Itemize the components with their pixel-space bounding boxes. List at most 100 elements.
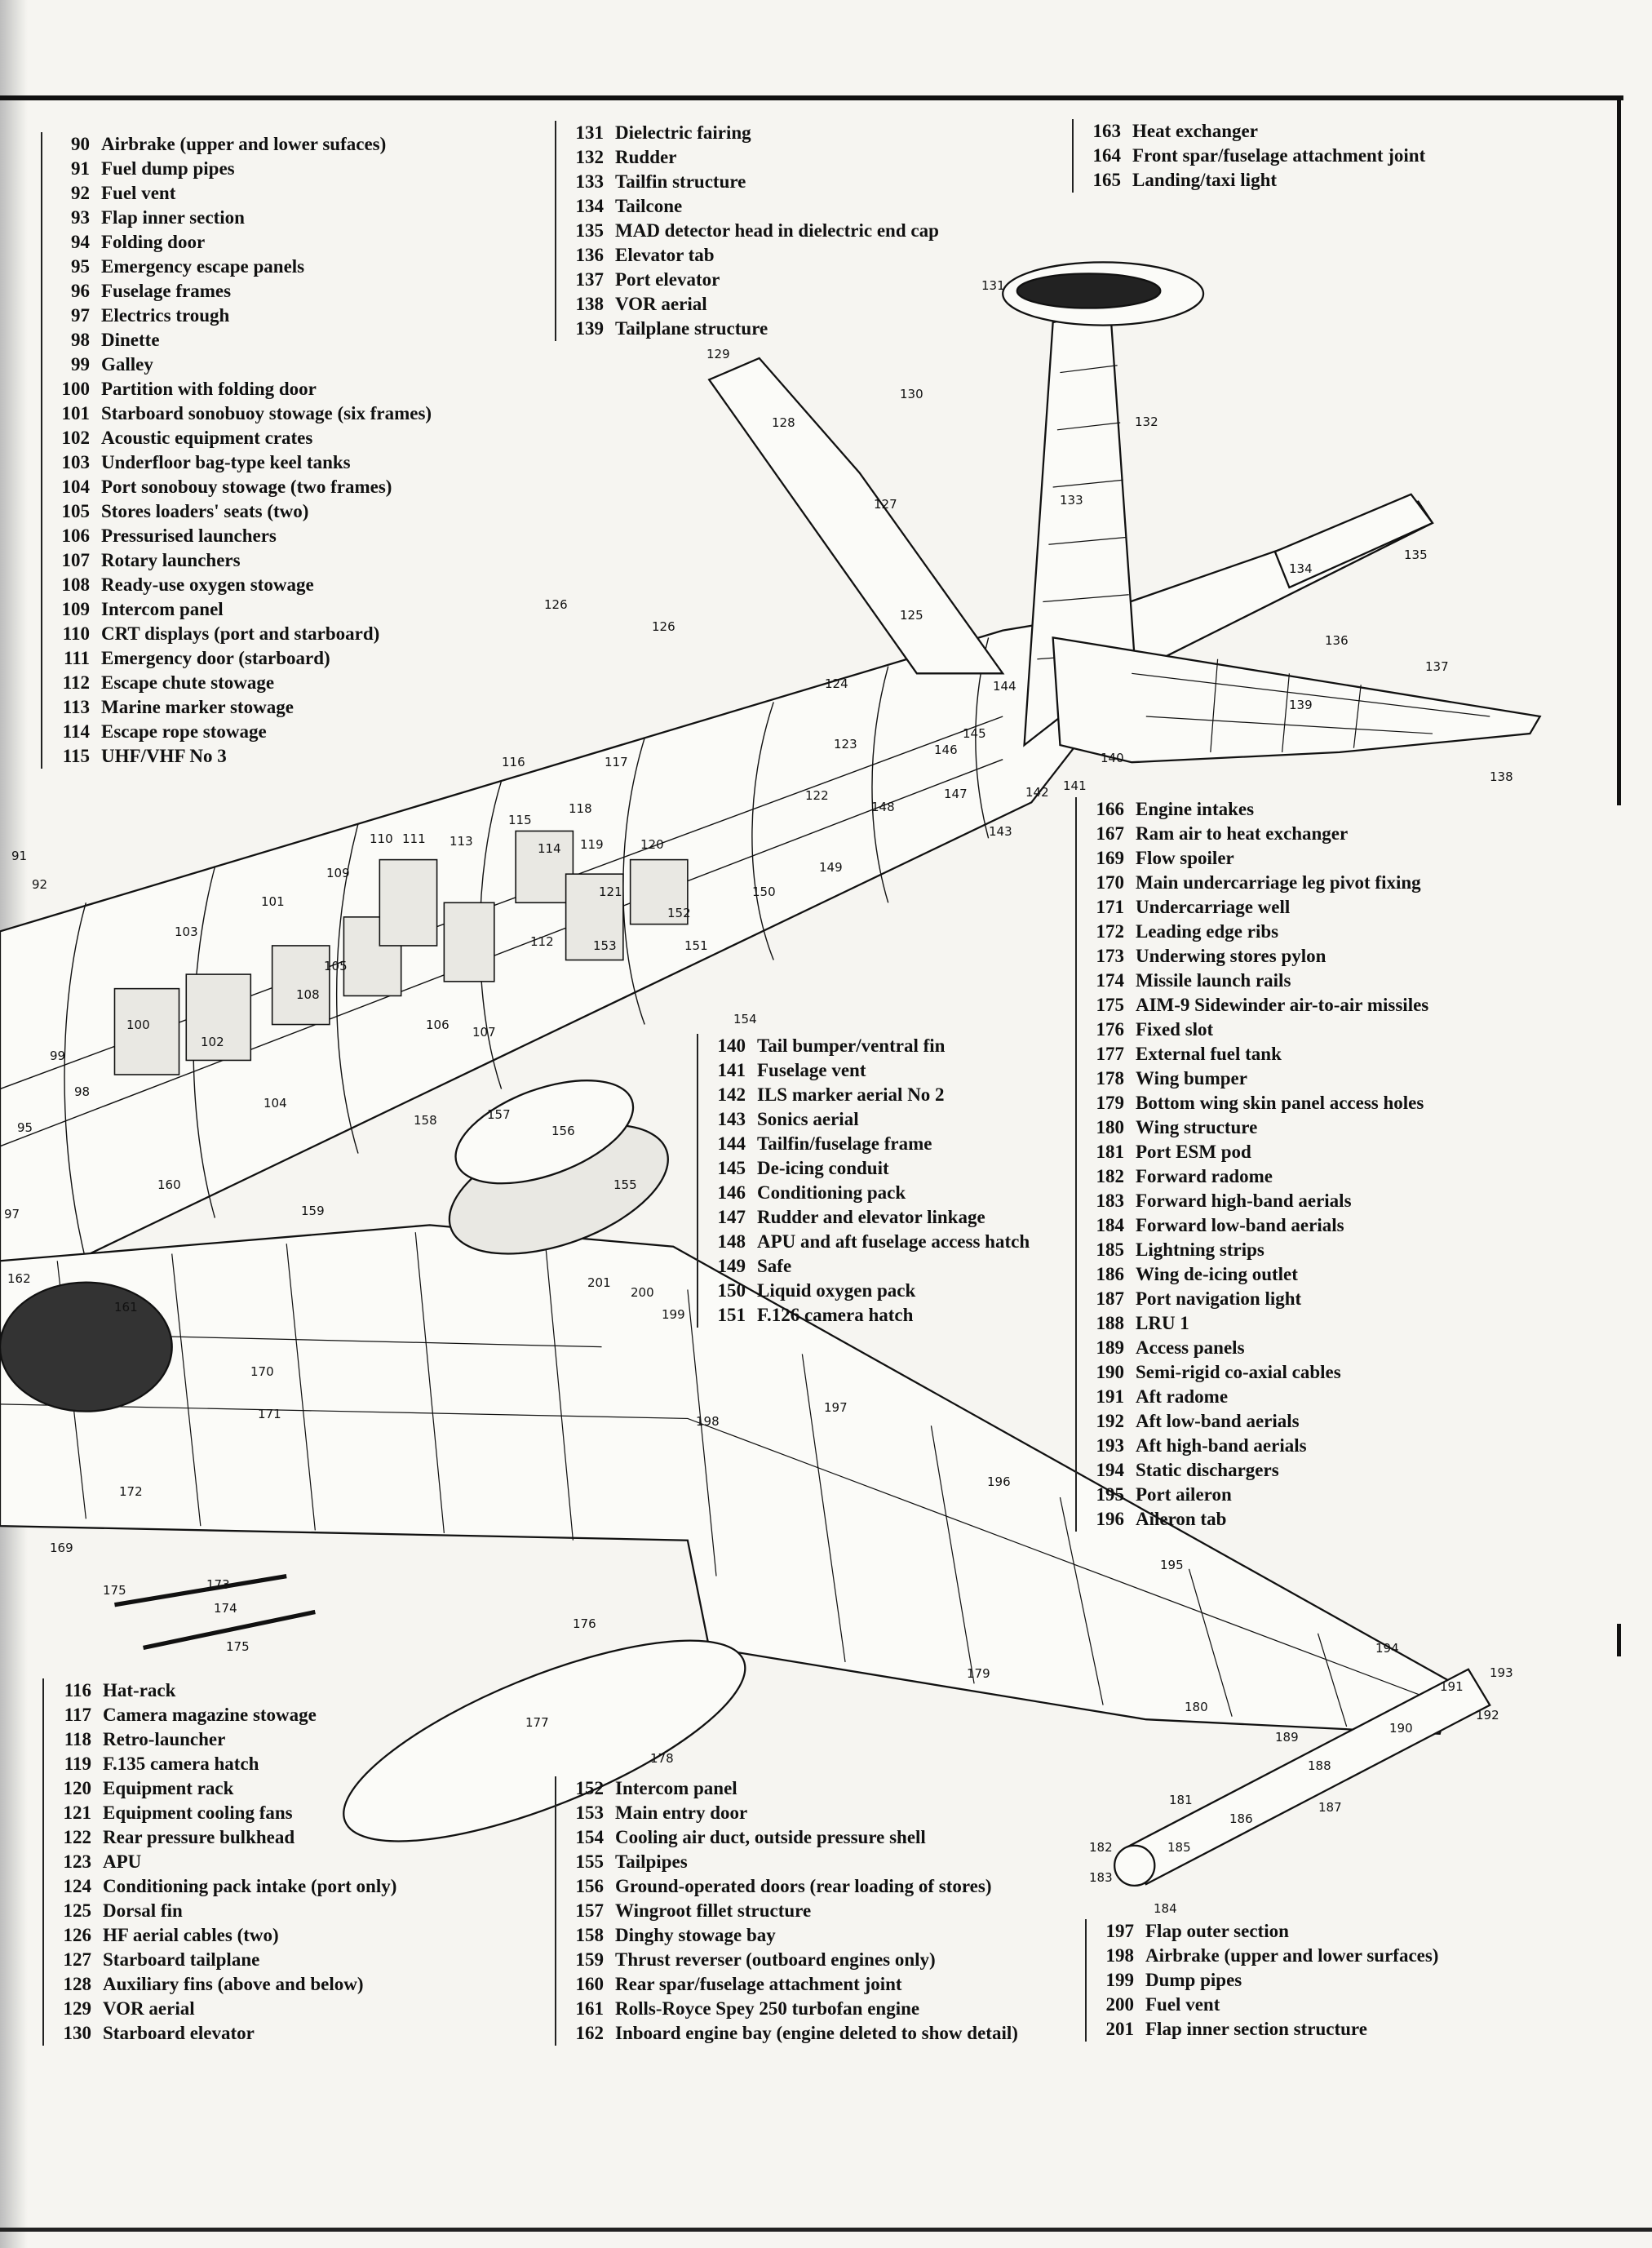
key-number: 116 — [64, 1680, 91, 1700]
callout-number: 139 — [1289, 698, 1313, 712]
key-number: 164 — [1092, 145, 1122, 166]
key-label: F.126 camera hatch — [757, 1305, 914, 1325]
key-label: Wing structure — [1136, 1117, 1258, 1137]
callout-number: 111 — [402, 831, 426, 846]
callout-number: 143 — [989, 824, 1012, 839]
key-label: Conditioning pack — [757, 1182, 906, 1203]
key-label: Dump pipes — [1145, 1970, 1242, 1990]
key-label: Port sonobouy stowage (two frames) — [101, 477, 392, 497]
key-label: Underwing stores pylon — [1136, 946, 1326, 966]
tailplane-ribs — [1132, 658, 1490, 752]
key-number: 147 — [717, 1207, 746, 1227]
key-number: 199 — [1105, 1970, 1135, 1990]
key-label: Stores loaders' seats (two) — [101, 501, 309, 521]
spey-engine — [0, 1281, 173, 1412]
callout-number: 125 — [900, 608, 923, 623]
key-number: 123 — [63, 1851, 92, 1872]
key-label: Cooling air duct, outside pressure shell — [615, 1827, 926, 1847]
key-label: Bottom wing skin panel access holes — [1136, 1093, 1424, 1113]
key-number: 130 — [63, 2023, 92, 2043]
callout-number: 121 — [599, 885, 622, 899]
mad-boom — [1273, 493, 1434, 589]
callout-number: 138 — [1490, 769, 1513, 784]
key-number: 117 — [64, 1705, 91, 1725]
callout-number: 120 — [640, 837, 664, 852]
callout-number: 160 — [157, 1177, 181, 1192]
callout-number: 169 — [50, 1541, 73, 1555]
key-number: 111 — [64, 648, 90, 668]
key-number: 173 — [1096, 946, 1125, 966]
key-number: 177 — [1096, 1044, 1125, 1064]
key-label: Starboard tailplane — [103, 1949, 260, 1970]
key-number: 125 — [63, 1900, 92, 1921]
key-number: 190 — [1096, 1362, 1125, 1382]
key-label: Leading edge ribs — [1136, 921, 1279, 942]
key-number: 172 — [1096, 921, 1125, 942]
key-number: 92 — [71, 183, 90, 203]
callout-number: 134 — [1289, 561, 1313, 576]
callout-number: 130 — [900, 387, 923, 401]
key-label: Auxiliary fins (above and below) — [103, 1974, 364, 1994]
key-number: 140 — [717, 1035, 746, 1056]
key-label: Front spar/fuselage attachment joint — [1132, 145, 1426, 166]
page-edge-bottom — [0, 2228, 1652, 2232]
callout-number: 151 — [684, 938, 708, 953]
key-label: Forward high-band aerials — [1136, 1191, 1352, 1211]
key-label: Fuel vent — [101, 183, 176, 203]
key-label: ILS marker aerial No 2 — [757, 1084, 945, 1105]
key-number: 181 — [1096, 1142, 1125, 1162]
callout-number: 128 — [772, 415, 795, 430]
key-label: CRT displays (port and starboard) — [101, 623, 380, 644]
callout-number: 141 — [1063, 778, 1087, 793]
key-label: External fuel tank — [1136, 1044, 1282, 1064]
callout-number: 185 — [1167, 1840, 1191, 1855]
callout-number: 175 — [226, 1639, 250, 1654]
key-number: 163 — [1092, 121, 1122, 141]
callout-number: 129 — [706, 347, 730, 361]
port-tailplane — [1052, 636, 1542, 764]
key-item: 92 Fuel vent — [47, 181, 432, 206]
key-label: Dorsal fin — [103, 1900, 183, 1921]
key-label: Ready-use oxygen stowage — [101, 574, 314, 595]
key-number: 94 — [71, 232, 90, 252]
key-number: 97 — [71, 305, 90, 326]
key-number: 178 — [1096, 1068, 1125, 1089]
callout-number: 146 — [934, 743, 958, 757]
callout-number: 194 — [1375, 1641, 1399, 1656]
callout-number: 126 — [652, 619, 675, 634]
callout-number: 119 — [580, 837, 604, 852]
callout-number: 178 — [650, 1751, 674, 1766]
key-label: Flap inner section structure — [1145, 2019, 1367, 2039]
callout-number: 184 — [1154, 1901, 1177, 1916]
key-number: 167 — [1096, 823, 1125, 844]
key-label: Tailcone — [615, 196, 683, 216]
callout-number: 112 — [530, 934, 554, 949]
key-label: LRU 1 — [1136, 1313, 1189, 1333]
callout-number: 176 — [573, 1616, 596, 1631]
key-number: 132 — [575, 147, 605, 167]
key-number: 110 — [62, 623, 90, 644]
callout-number: 198 — [696, 1414, 720, 1429]
key-number: 93 — [71, 207, 90, 228]
key-label: Pressurised launchers — [101, 525, 277, 546]
key-label: Tailfin/fuselage frame — [757, 1133, 932, 1154]
